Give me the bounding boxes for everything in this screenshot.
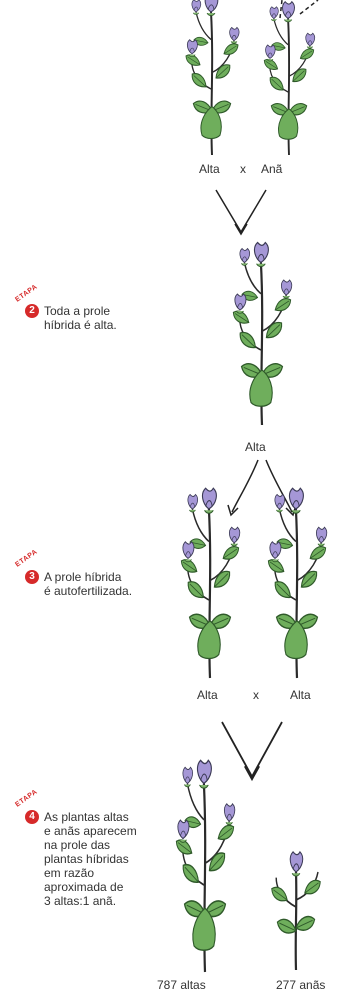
step-4-text-line-6: aproximada de <box>44 880 137 894</box>
step-3-text-line-2: é autofertilizada. <box>44 584 132 598</box>
step-4-text-line-5: em razão <box>44 866 137 880</box>
step-4-text: As plantas altas e anãs aparecem na prol… <box>44 810 137 908</box>
step-3-badge: 3 <box>25 570 39 584</box>
step-3-text: A prole híbrida é autofertilizada. <box>44 570 132 598</box>
parent-tall-plant <box>184 0 240 155</box>
step-4-text-line-2: e anãs aparecem <box>44 824 137 838</box>
step-2-text-line-1: Toda a prole <box>44 304 117 318</box>
step-4-text-line-7: 3 altas:1 anã. <box>44 894 137 908</box>
hybrid-plant-left <box>179 488 241 678</box>
label-dwarf-parent: Anã <box>261 162 282 176</box>
label-tall-parent: Alta <box>199 162 220 176</box>
step-4-text-line-4: plantas híbridas <box>44 852 137 866</box>
offspring-dwarf-plant <box>270 852 323 970</box>
step-4-text-line-3: na prole das <box>44 838 137 852</box>
label-hybrid-left: Alta <box>197 688 218 702</box>
step-2-text-line-2: híbrida é alta. <box>44 318 117 332</box>
cross-symbol-2: x <box>253 688 259 702</box>
cross-arrow-2 <box>222 722 282 779</box>
step-2-badge: 2 <box>25 304 39 318</box>
offspring-tall-plant <box>174 760 236 972</box>
split-arrows <box>228 460 296 515</box>
label-f1-hybrid: Alta <box>245 440 266 454</box>
count-tall-offspring: 787 altas <box>157 978 206 992</box>
step-4-badge: 4 <box>25 810 39 824</box>
f1-hybrid-plant <box>231 243 293 426</box>
cross-symbol-1: x <box>240 162 246 176</box>
step-4-text-line-1: As plantas altas <box>44 810 137 824</box>
cross-arrow-1 <box>216 190 266 234</box>
hybrid-plant-right <box>266 488 328 678</box>
label-hybrid-right: Alta <box>290 688 311 702</box>
count-dwarf-offspring: 277 anãs <box>276 978 325 992</box>
step-2-text: Toda a prole híbrida é alta. <box>44 304 117 332</box>
step-3-text-line-1: A prole híbrida <box>44 570 132 584</box>
parent-dwarf-plant <box>262 0 318 155</box>
